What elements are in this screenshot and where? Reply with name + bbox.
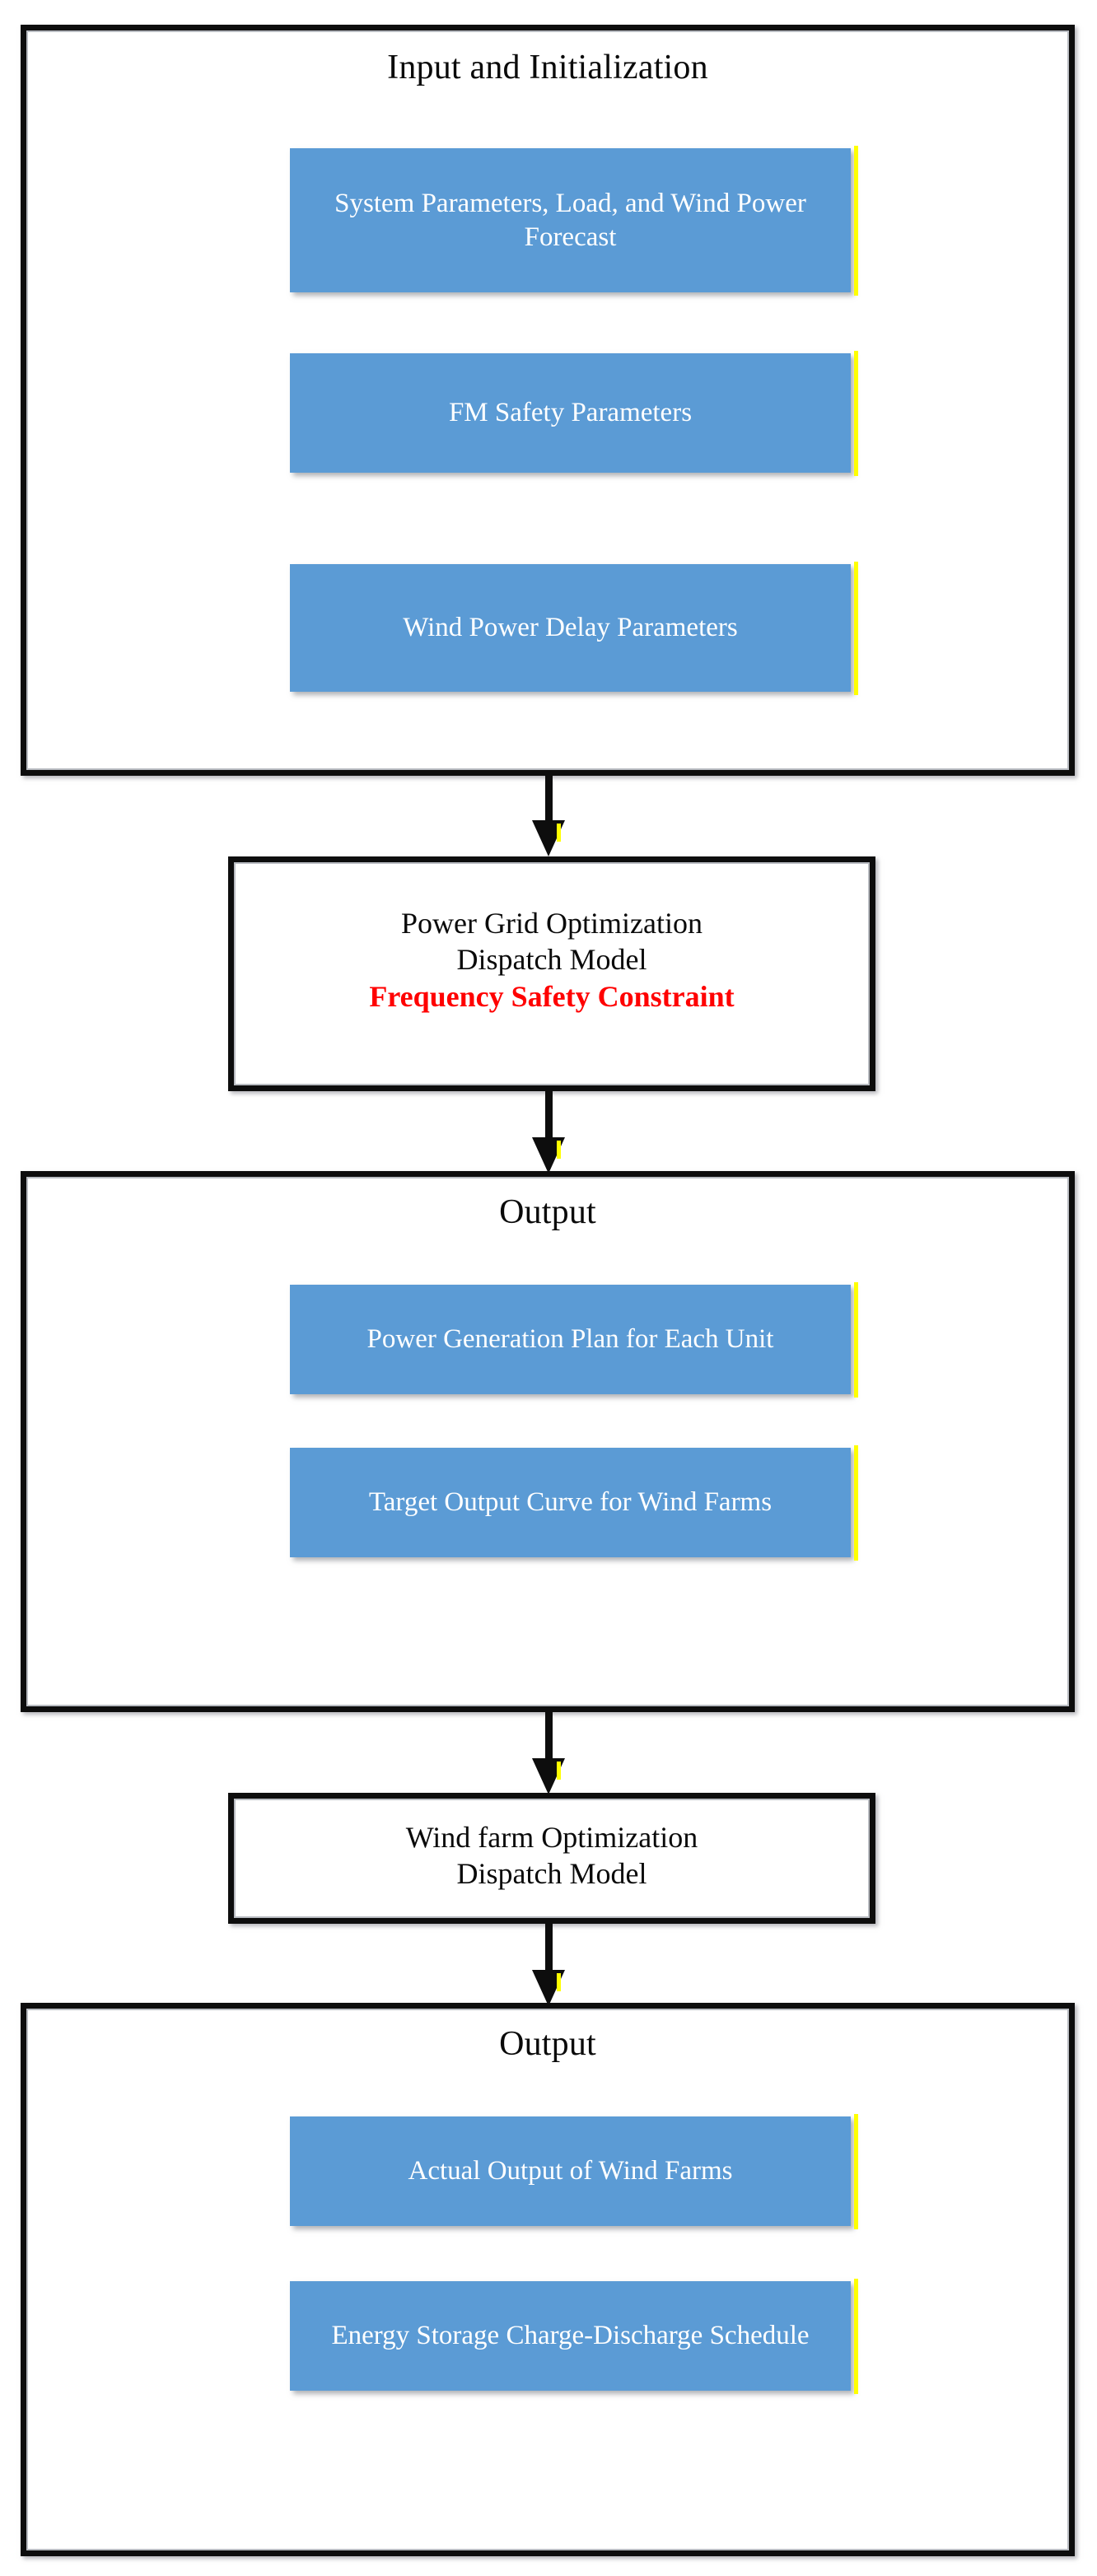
- grid-model-line-1: Power Grid Optimization: [401, 907, 703, 940]
- frequency-safety-constraint-label: Frequency Safety Constraint: [369, 979, 735, 1013]
- wind-model-text: Wind farm Optimization Dispatch Model: [234, 1819, 870, 1892]
- arrow-head-glint: [557, 1762, 561, 1780]
- section-inner-rule: [26, 2009, 1069, 2550]
- section-title-output-grid: Output: [499, 1193, 596, 1231]
- box-target-output-curve-label: Target Output Curve for Wind Farms: [368, 1487, 773, 1518]
- box-target-output-curve[interactable]: Target Output Curve for Wind Farms: [290, 1445, 858, 1561]
- box-power-generation-plan-label: Power Generation Plan for Each Unit: [366, 1324, 774, 1355]
- box-system-parameters-label: System Parameters, Load, and Wind Power …: [334, 189, 806, 252]
- section-output-grid: Output Power Generation Plan for Each Un…: [21, 1171, 1075, 1712]
- box-actual-output-of-wind-farms[interactable]: Actual Output of Wind Farms: [290, 2114, 858, 2229]
- box-wind-power-delay-parameters[interactable]: Wind Power Delay Parameters: [290, 562, 858, 695]
- box-energy-storage-schedule[interactable]: Energy Storage Charge-Discharge Schedule: [290, 2279, 858, 2394]
- arrow-input-to-grid-model: [530, 774, 567, 856]
- section-power-grid-optimization-dispatch-model: Power Grid Optimization Dispatch Model F…: [228, 856, 875, 1091]
- section-title-input-and-initialization: Input and Initialization: [387, 49, 708, 86]
- wind-model-line-2: Dispatch Model: [456, 1857, 647, 1891]
- section-output-wind-farm: Output Actual Output of Wind Farms Energ…: [21, 2003, 1075, 2556]
- arrow-head-glint: [557, 1973, 561, 1991]
- arrow-shaft: [544, 1712, 553, 1760]
- section-inner-rule: [26, 1177, 1069, 1706]
- grid-model-line-2: Dispatch Model: [456, 943, 647, 977]
- arrow-shaft: [544, 1091, 553, 1139]
- arrow-wind-model-to-output: [530, 1924, 567, 2006]
- arrow-output-to-wind-model: [530, 1712, 567, 1794]
- box-fm-safety-parameters[interactable]: FM Safety Parameters: [290, 351, 858, 476]
- section-input-and-initialization: Input and Initialization System Paramete…: [21, 25, 1075, 776]
- box-energy-storage-schedule-label: Energy Storage Charge-Discharge Schedule: [331, 2321, 810, 2351]
- box-wind-power-delay-parameters-label: Wind Power Delay Parameters: [403, 613, 738, 643]
- arrow-grid-model-to-output: [530, 1091, 567, 1174]
- section-title-output-wind-farm: Output: [499, 2025, 596, 2063]
- arrow-head-glint: [557, 824, 561, 842]
- grid-model-text: Power Grid Optimization Dispatch Model F…: [234, 905, 870, 1015]
- wind-model-line-1: Wind farm Optimization: [405, 1821, 698, 1854]
- box-actual-output-of-wind-farms-label: Actual Output of Wind Farms: [408, 2156, 733, 2186]
- arrow-shaft: [544, 774, 553, 822]
- arrow-head-glint: [557, 1141, 561, 1159]
- box-fm-safety-parameters-label: FM Safety Parameters: [448, 398, 693, 428]
- box-system-parameters[interactable]: System Parameters, Load, and Wind Power …: [290, 146, 858, 296]
- section-wind-farm-optimization-dispatch-model: Wind farm Optimization Dispatch Model: [228, 1793, 875, 1924]
- arrow-shaft: [544, 1924, 553, 1972]
- box-power-generation-plan[interactable]: Power Generation Plan for Each Unit: [290, 1282, 858, 1398]
